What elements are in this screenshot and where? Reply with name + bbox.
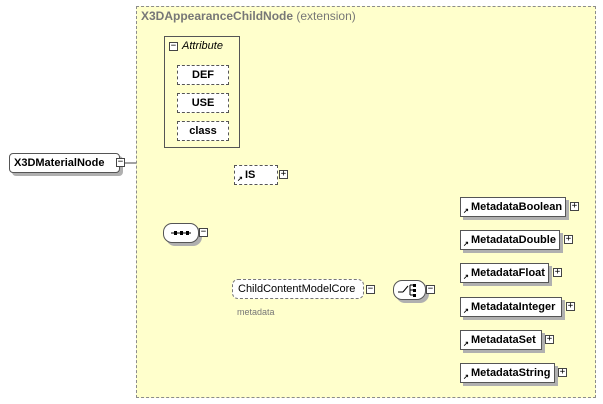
attribute-def[interactable]: DEF: [177, 65, 229, 85]
metadata-set-expand-icon[interactable]: +: [545, 334, 554, 344]
reference-arrow-icon: ↗: [463, 241, 469, 248]
reference-arrow-icon: ↗: [463, 374, 469, 381]
element-label: MetadataDouble: [471, 234, 556, 246]
attribute-group-title: Attribute: [182, 40, 223, 52]
attribute-class[interactable]: class: [177, 121, 229, 141]
is-expand-icon[interactable]: +: [279, 169, 288, 179]
element-label: MetadataBoolean: [471, 201, 563, 213]
reference-arrow-icon: ↗: [463, 341, 469, 348]
metadata-integer-expand-icon[interactable]: +: [566, 301, 575, 311]
sequence-collapse-icon[interactable]: −: [199, 227, 208, 237]
reference-arrow-icon: ↗: [237, 176, 243, 183]
root-element-node[interactable]: X3DMaterialNode: [9, 153, 120, 173]
group-sublabel: metadata: [237, 307, 275, 317]
metadata-double-element[interactable]: ↗ MetadataDouble: [460, 230, 560, 250]
choice-compositor-icon[interactable]: [393, 280, 426, 300]
root-element-label: X3DMaterialNode: [14, 157, 105, 169]
metadata-float-element[interactable]: ↗ MetadataFloat: [460, 263, 549, 283]
is-element[interactable]: ↗ IS: [234, 165, 278, 185]
element-label: MetadataInteger: [471, 301, 556, 313]
element-label: MetadataSet: [471, 334, 536, 346]
element-label: MetadataString: [471, 367, 551, 379]
metadata-double-expand-icon[interactable]: +: [564, 234, 573, 244]
root-collapse-icon[interactable]: −: [116, 157, 125, 167]
metadata-boolean-element[interactable]: ↗ MetadataBoolean: [460, 197, 566, 217]
extension-title: X3DAppearanceChildNode (extension): [141, 9, 356, 23]
reference-arrow-icon: ↗: [463, 274, 469, 281]
metadata-boolean-expand-icon[interactable]: +: [570, 201, 579, 211]
attribute-use[interactable]: USE: [177, 93, 229, 113]
choice-collapse-icon[interactable]: −: [426, 284, 435, 294]
is-element-label: IS: [245, 169, 256, 181]
reference-arrow-icon: ↗: [463, 208, 469, 215]
metadata-string-element[interactable]: ↗ MetadataString: [460, 363, 555, 383]
sequence-compositor-icon[interactable]: [163, 223, 199, 243]
reference-arrow-icon: ↗: [463, 308, 469, 315]
element-label: MetadataFloat: [471, 267, 545, 279]
group-label: ChildContentModelCore: [238, 283, 356, 295]
group-collapse-icon[interactable]: −: [366, 284, 375, 294]
extension-name: X3DAppearanceChildNode: [141, 9, 294, 23]
extension-suffix: (extension): [296, 9, 356, 23]
metadata-set-element[interactable]: ↗ MetadataSet: [460, 330, 542, 350]
group-node[interactable]: ChildContentModelCore: [232, 279, 364, 299]
metadata-string-expand-icon[interactable]: +: [558, 367, 567, 377]
metadata-float-expand-icon[interactable]: +: [553, 267, 562, 277]
metadata-integer-element[interactable]: ↗ MetadataInteger: [460, 297, 562, 317]
attribute-collapse-icon[interactable]: −: [169, 41, 178, 51]
